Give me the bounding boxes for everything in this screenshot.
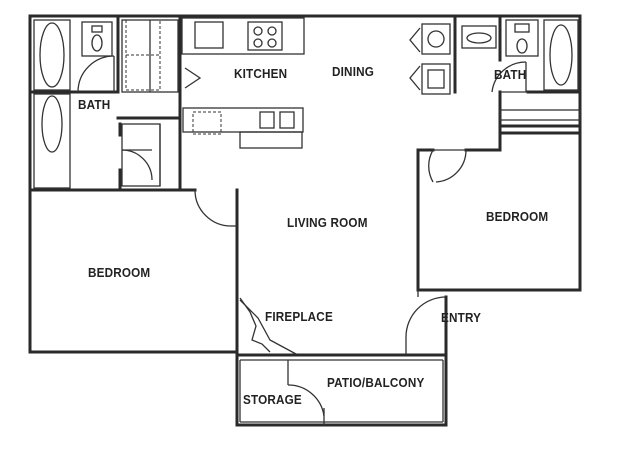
fireplace-outline [239, 297, 297, 355]
kitchen-fixtures [181, 17, 305, 149]
room-label-storage: STORAGE [243, 392, 302, 407]
room-label-dining: DINING [332, 64, 375, 79]
room-label-fireplace: FIREPLACE [265, 309, 333, 324]
room-label-kitchen: KITCHEN [234, 66, 288, 81]
right-bath-fixtures [461, 19, 581, 121]
room-label-bedroom-right: BEDROOM [486, 209, 549, 224]
room-label-living-room: LIVING ROOM [287, 215, 368, 230]
room-label-bath-left: BATH [78, 97, 111, 112]
left-bath-fixtures [33, 19, 115, 189]
doors [194, 149, 467, 355]
room-label-bath-right: BATH [494, 67, 527, 82]
interior-walls [116, 14, 582, 357]
closet-left [121, 19, 179, 187]
room-label-patio: PATIO/BALCONY [327, 375, 425, 390]
room-label-bedroom-left: BEDROOM [88, 265, 151, 280]
dining-fixtures [409, 23, 451, 95]
room-label-entry: ENTRY [441, 310, 482, 325]
patio-storage-walls [235, 353, 448, 427]
